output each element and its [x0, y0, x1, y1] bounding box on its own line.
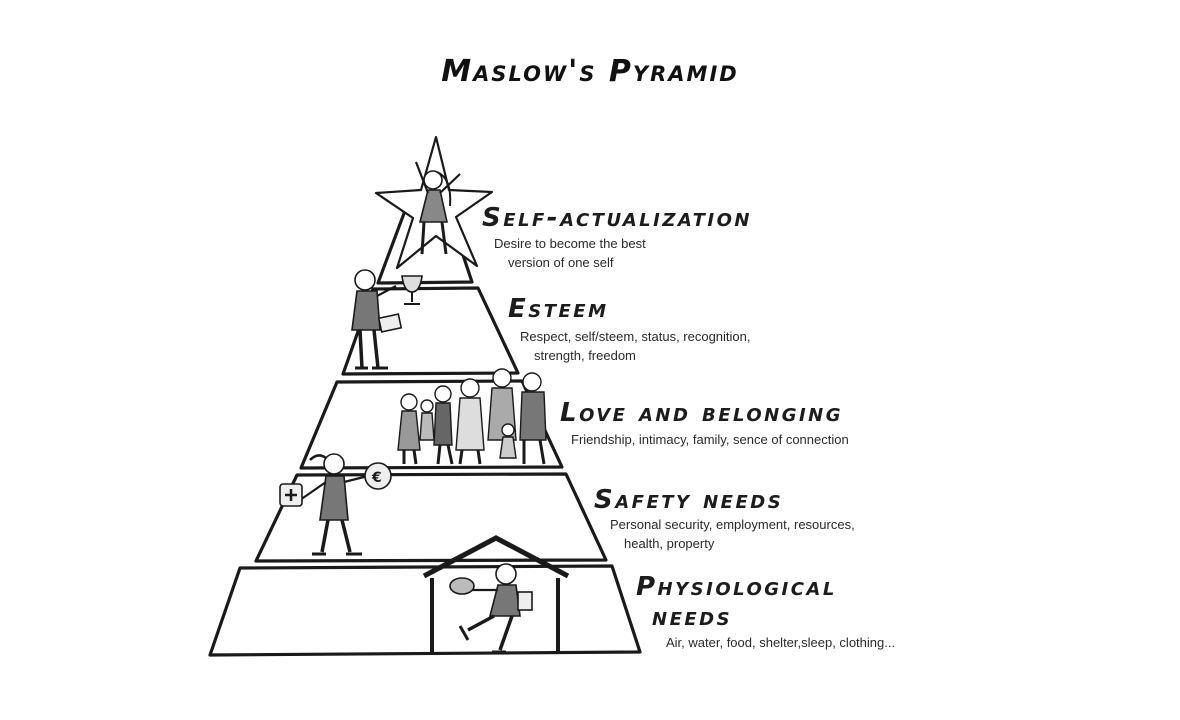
star-figure-icon: [414, 161, 461, 255]
level-name-physiological: Physiological needs: [636, 572, 837, 632]
level-desc-safety: Personal security, employment, resources…: [610, 517, 855, 551]
page-title: Maslow's Pyramid: [441, 54, 739, 89]
level-desc-esteem: Respect, self/steem, status, recognition…: [520, 329, 751, 363]
pyramid-tier-love: [299, 379, 564, 470]
group-figure-icon: [397, 368, 547, 465]
level-desc-self-actualization: Desire to become the best version of one…: [494, 236, 646, 270]
svg-text:€: €: [371, 470, 382, 486]
level-name-safety: Safety needs: [594, 485, 784, 515]
level-desc-love-belonging: Friendship, intimacy, family, sence of c…: [571, 432, 849, 447]
pyramid-tier-physiological: [208, 564, 642, 657]
level-name-self-actualization: Self-actualization: [482, 203, 752, 233]
pyramid-tier-safety: [254, 472, 608, 563]
money-health-figure-icon: €: [279, 453, 392, 556]
level-name-love-belonging: Love and belonging: [560, 398, 844, 428]
level-name-esteem: Esteem: [508, 294, 609, 324]
pyramid-tier-esteem: [341, 286, 520, 376]
trophy-figure-icon: [351, 269, 423, 370]
level-desc-physiological: Air, water, food, shelter,sleep, clothin…: [666, 635, 896, 650]
shelter-food-figure-icon: [422, 535, 570, 654]
